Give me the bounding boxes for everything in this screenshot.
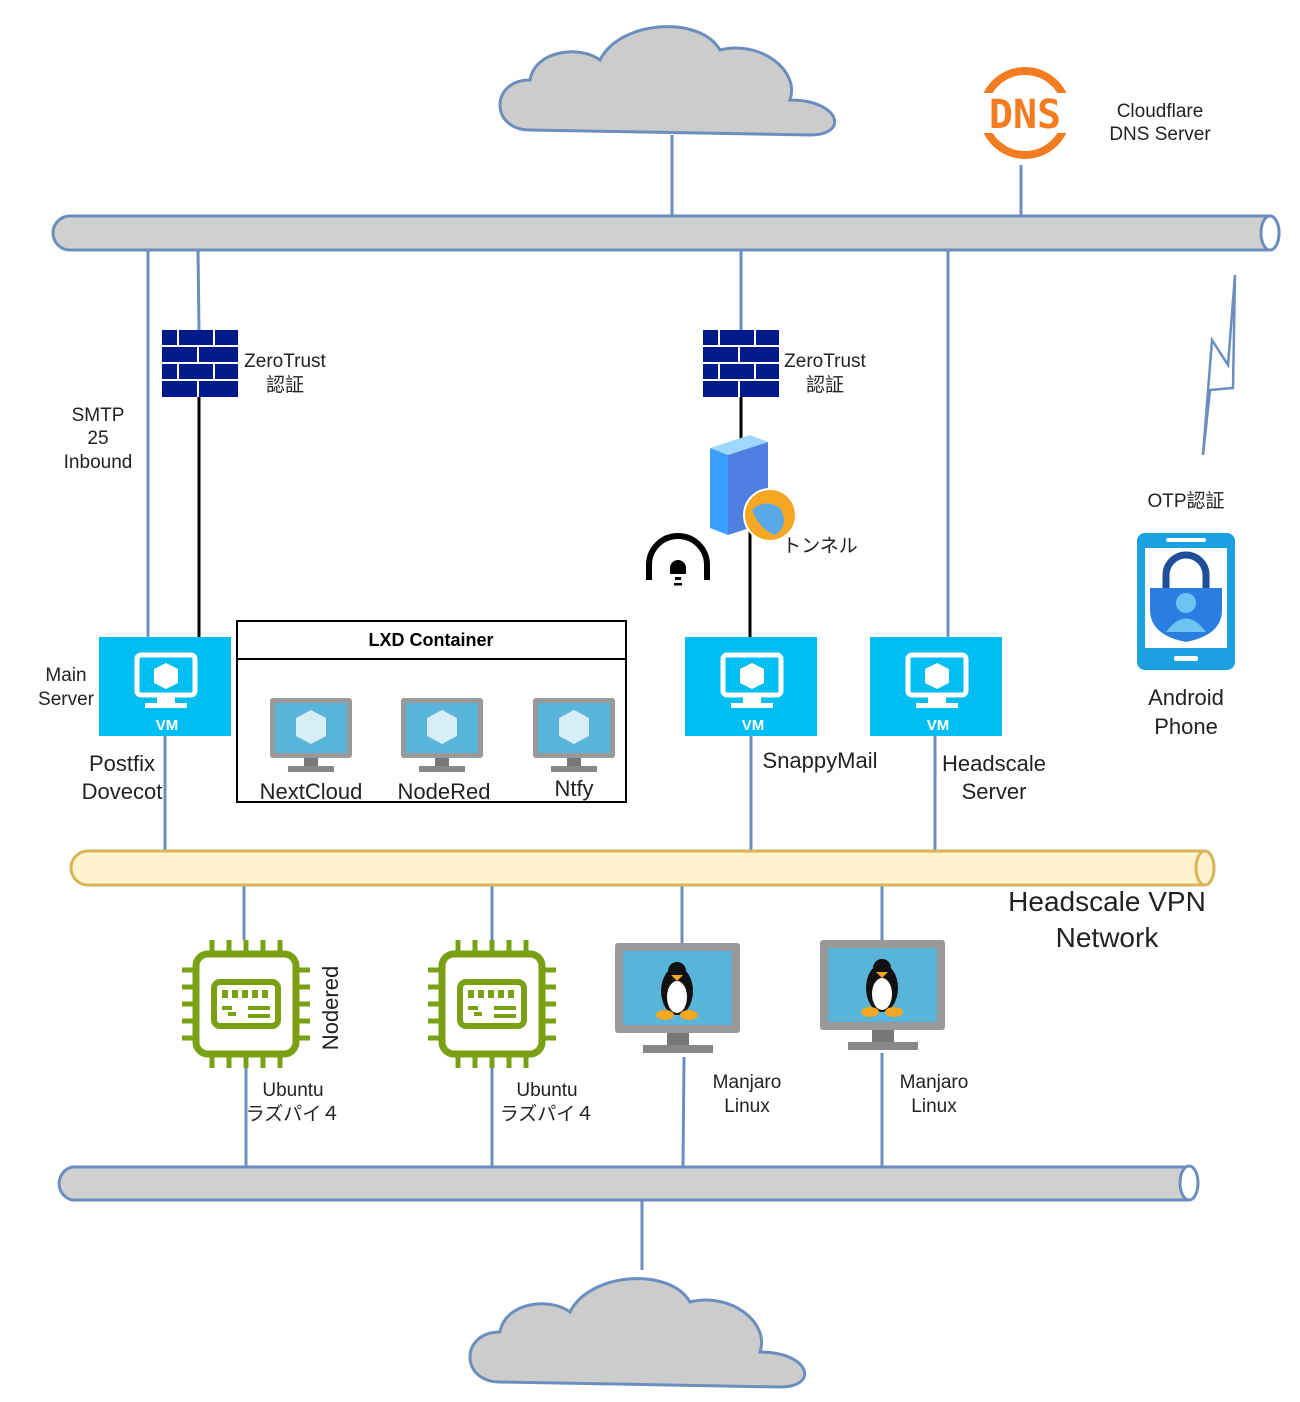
otp-label: OTP認証: [1147, 490, 1224, 512]
internet-cloud-top: [498, 25, 837, 137]
internet-bus-bottom: [57, 1164, 1200, 1202]
svg-text:VM: VM: [927, 717, 950, 734]
nodered-vertical-label: Nodered: [318, 966, 343, 1050]
linux-monitor-icon: [615, 943, 740, 1053]
firewall-icon: [161, 329, 239, 398]
chip-icon: [182, 940, 310, 1068]
android-phone-icon: [1137, 533, 1235, 670]
headscale-vpn-bus: [69, 849, 1216, 887]
svg-text:DNS: DNS: [989, 92, 1061, 138]
lxd-container: LXD Container NextCloud NodeRed Ntfy: [236, 620, 627, 804]
container-nodered: NodeRed: [398, 779, 491, 804]
vm-snappymail: VM: [685, 637, 817, 736]
tunnel-label: トンネル: [782, 536, 858, 557]
firewall-icon: [702, 329, 780, 398]
internet-cloud-bottom: [468, 1277, 807, 1389]
vm-headscale: VM: [870, 637, 1002, 736]
container-nextcloud: NextCloud: [260, 779, 363, 804]
tunnel-icon: [646, 533, 710, 586]
container-ntfy: Ntfy: [554, 776, 593, 801]
svg-text:VM: VM: [156, 717, 179, 734]
connections: [146, 135, 1023, 1270]
snappymail-label: SnappyMail: [763, 748, 878, 773]
chip-icon: [428, 940, 556, 1068]
lxd-title: LXD Container: [368, 630, 493, 650]
vm-main-server: VM: [99, 637, 231, 736]
internet-bus-top: [51, 214, 1281, 252]
svg-text:VM: VM: [742, 717, 765, 734]
dns-icon: DNS: [978, 67, 1072, 159]
web-server-icon: [710, 435, 797, 542]
lightning-icon: [1201, 274, 1237, 456]
linux-monitor-icon: [820, 940, 945, 1050]
